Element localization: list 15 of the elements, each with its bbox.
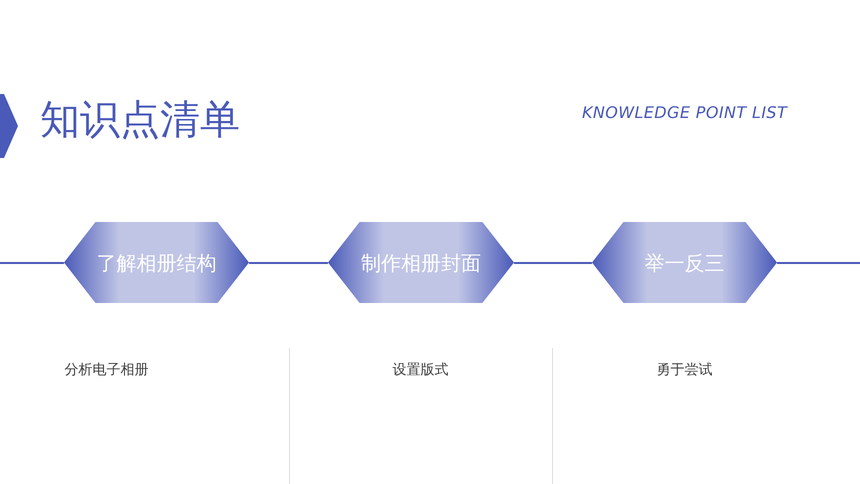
- description-text: 分析电子相册: [64, 361, 148, 380]
- hexagon-label: 制作相册封面: [361, 250, 481, 276]
- hexagon-box: [592, 222, 777, 303]
- slide-title: 知识点清单: [40, 100, 240, 140]
- hexagon-label: 举一反三: [644, 250, 724, 276]
- hexagon-box: [64, 222, 249, 303]
- connector-line: [249, 262, 328, 264]
- subtitle: KNOWLEDGE POINT LIST: [582, 102, 788, 124]
- hexagon-label: 了解相册结构: [96, 250, 216, 276]
- connector-line: [514, 262, 592, 264]
- hexagon-box: [328, 222, 514, 303]
- connector-line: [777, 262, 860, 264]
- description-text: 设置版式: [392, 361, 448, 380]
- connector-line: [0, 262, 64, 264]
- description-text: 勇于尝试: [656, 361, 712, 380]
